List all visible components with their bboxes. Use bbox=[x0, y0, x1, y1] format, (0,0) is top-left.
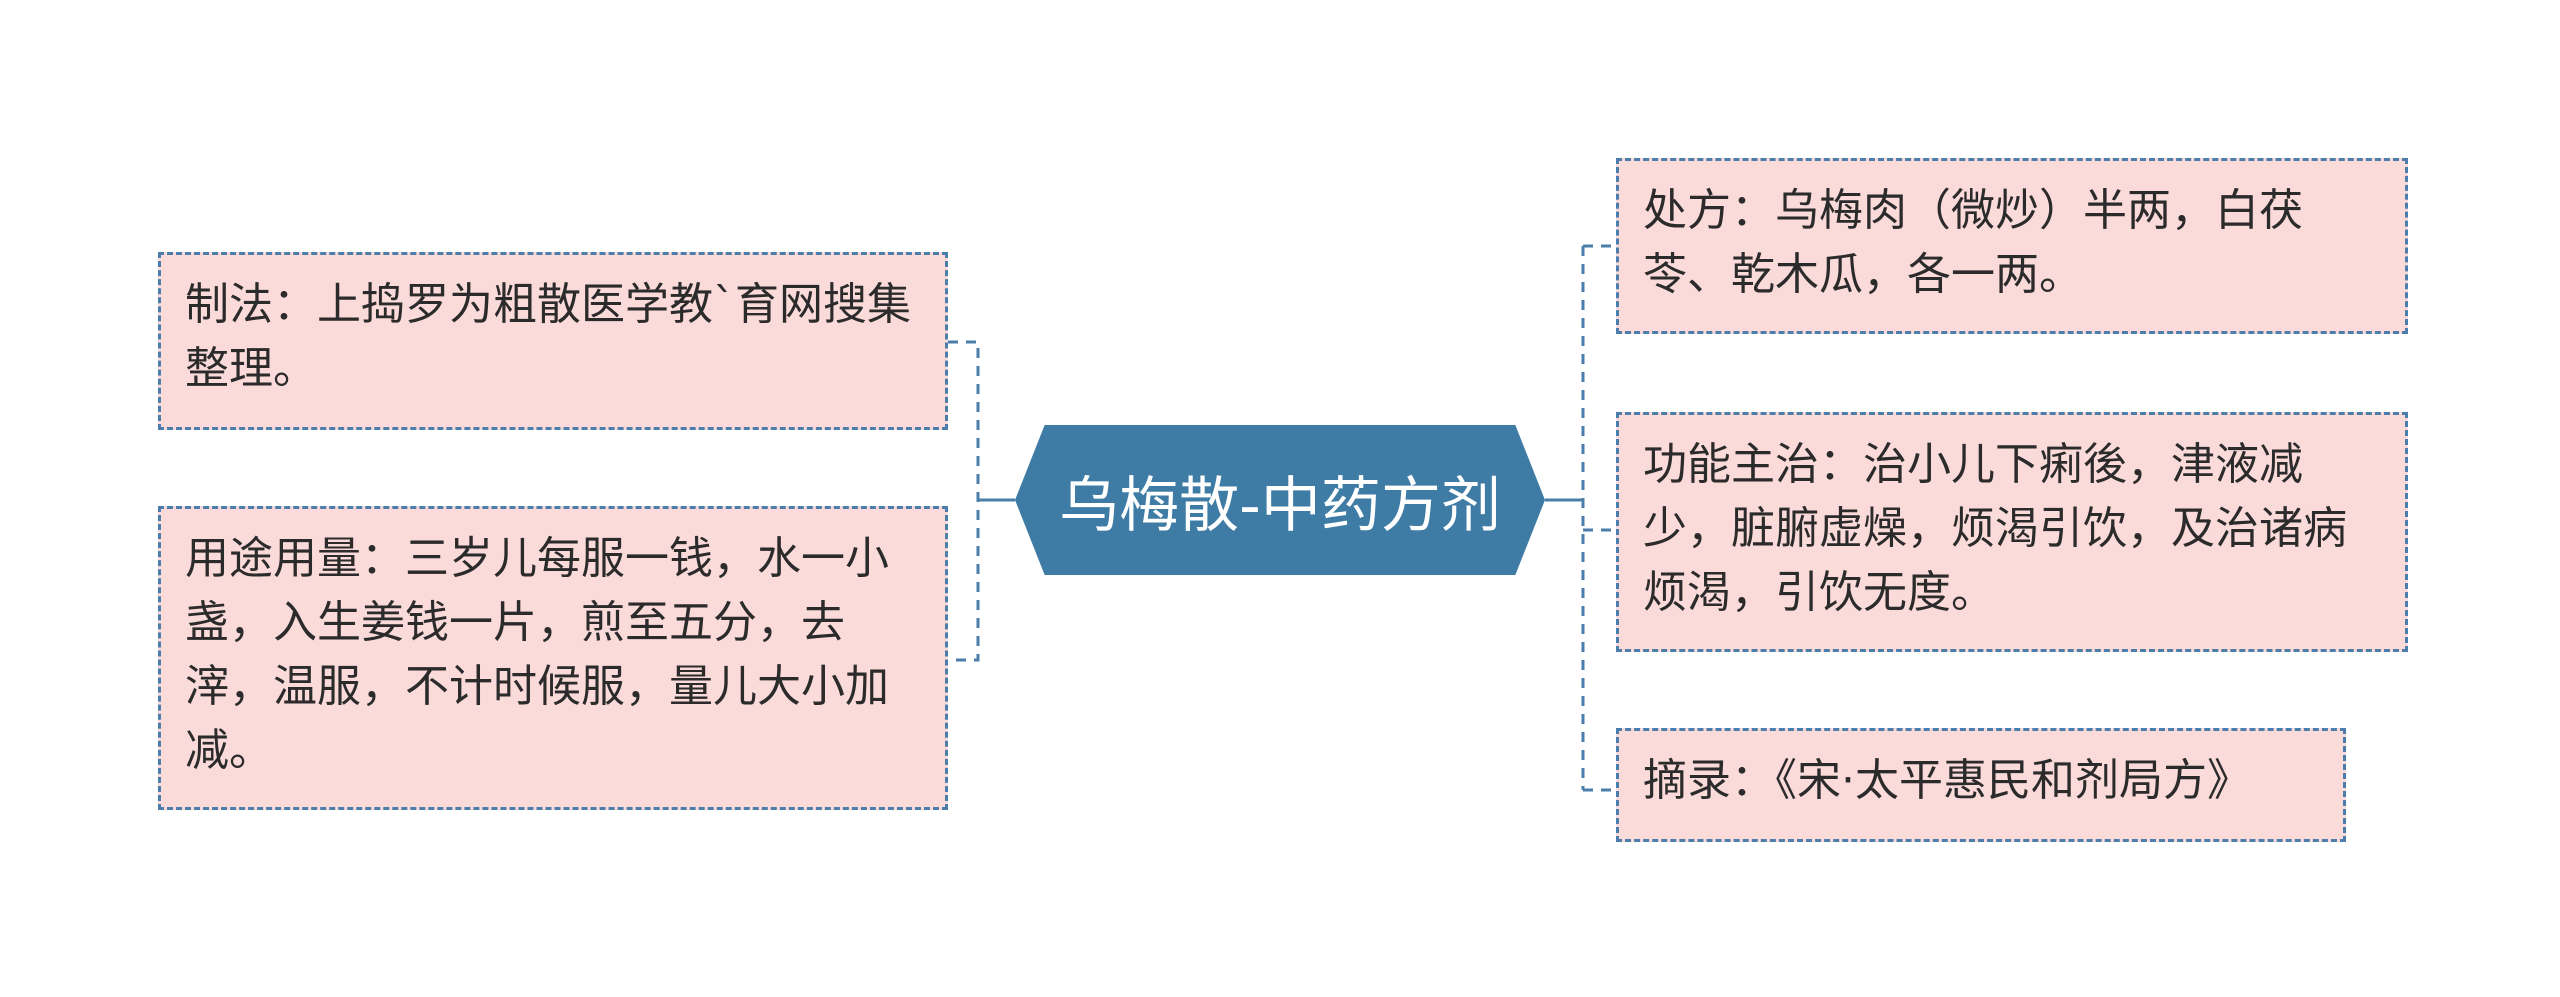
node-method-text: 制法：上捣罗为粗散医学教`育网搜集整理。 bbox=[185, 279, 911, 394]
center-topic[interactable]: 乌梅散-中药方剂 bbox=[1015, 425, 1545, 575]
node-prescription[interactable]: 处方：乌梅肉（微炒）半两，白茯苓、乾木瓜，各一两。 bbox=[1616, 158, 2408, 334]
node-indications-text: 功能主治：治小儿下痢後，津液减少，脏腑虚燥，烦渴引饮，及治诸病烦渴，引饮无度。 bbox=[1643, 439, 2347, 618]
node-usage-text: 用途用量：三岁儿每服一钱，水一小盏，入生姜钱一片，煎至五分，去滓，温服，不计时候… bbox=[185, 533, 889, 776]
node-source-text: 摘录：《宋·太平惠民和剂局方》 bbox=[1643, 755, 2251, 806]
center-topic-label: 乌梅散-中药方剂 bbox=[1059, 470, 1501, 541]
node-prescription-text: 处方：乌梅肉（微炒）半两，白茯苓、乾木瓜，各一两。 bbox=[1643, 185, 2303, 300]
node-usage[interactable]: 用途用量：三岁儿每服一钱，水一小盏，入生姜钱一片，煎至五分，去滓，温服，不计时候… bbox=[158, 506, 948, 810]
node-indications[interactable]: 功能主治：治小儿下痢後，津液减少，脏腑虚燥，烦渴引饮，及治诸病烦渴，引饮无度。 bbox=[1616, 412, 2408, 652]
node-source[interactable]: 摘录：《宋·太平惠民和剂局方》 bbox=[1616, 728, 2346, 842]
node-method[interactable]: 制法：上捣罗为粗散医学教`育网搜集整理。 bbox=[158, 252, 948, 430]
connector-left-bracket bbox=[948, 340, 980, 662]
